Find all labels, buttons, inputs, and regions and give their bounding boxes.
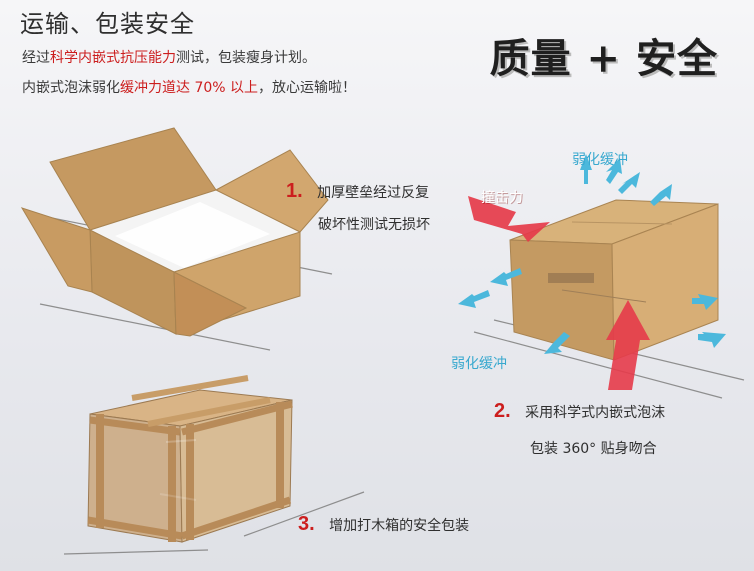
feature-3-line-1: 3. 增加打木箱的安全包装	[298, 512, 469, 536]
buffer-arrow-icon	[458, 154, 726, 354]
feature-2-text-1: 采用科学式内嵌式泡沫	[525, 405, 666, 421]
closed-box-illustration	[458, 154, 745, 399]
impact-label: 撞击力	[481, 190, 523, 206]
slogan: 质量 + 安全	[489, 35, 718, 82]
open-box-illustration	[20, 127, 333, 351]
header-line-2-prefix: 内嵌式泡沫弱化	[22, 80, 120, 96]
header-line-1-prefix: 经过	[22, 50, 50, 66]
header-line-2-suffix: ，放心运输啦！	[258, 80, 357, 96]
feature-1: 1. 加厚壁垒经过反复 破坏性测试无损坏	[286, 179, 430, 234]
feature-2-line-2: 包装 360° 贴身吻合	[530, 441, 657, 457]
feature-2: 2. 采用科学式内嵌式泡沫 包装 360° 贴身吻合	[494, 399, 665, 458]
feature-1-text-1: 加厚壁垒经过反复	[317, 185, 430, 201]
header-line-1-suffix: 测试，包装瘦身计划。	[176, 50, 316, 66]
wooden-crate-illustration	[63, 375, 365, 555]
header-line-2: 内嵌式泡沫弱化缓冲力道达 70% 以上，放心运输啦！	[22, 80, 356, 97]
feature-2-number: 2.	[494, 400, 511, 422]
feature-3-text-1: 增加打木箱的安全包装	[329, 518, 470, 534]
page-title: 运输、包装安全	[20, 10, 195, 38]
impact-arrow-icon	[468, 196, 650, 390]
buffer-label-bottom: 弱化缓冲	[451, 356, 507, 372]
feature-1-line-1: 1. 加厚壁垒经过反复	[286, 179, 430, 203]
header-line-2-highlight: 缓冲力道达 70% 以上	[120, 80, 259, 96]
header-line-1-highlight: 科学内嵌式抗压能力	[50, 50, 176, 66]
feature-1-number: 1.	[286, 180, 303, 202]
buffer-label-top: 弱化缓冲	[572, 152, 628, 168]
feature-3-number: 3.	[298, 513, 315, 535]
header-line-1: 经过科学内嵌式抗压能力测试，包装瘦身计划。	[22, 50, 316, 67]
feature-3: 3. 增加打木箱的安全包装	[298, 512, 469, 536]
feature-1-line-2: 破坏性测试无损坏	[318, 217, 430, 233]
feature-2-line-1: 2. 采用科学式内嵌式泡沫	[494, 399, 665, 423]
